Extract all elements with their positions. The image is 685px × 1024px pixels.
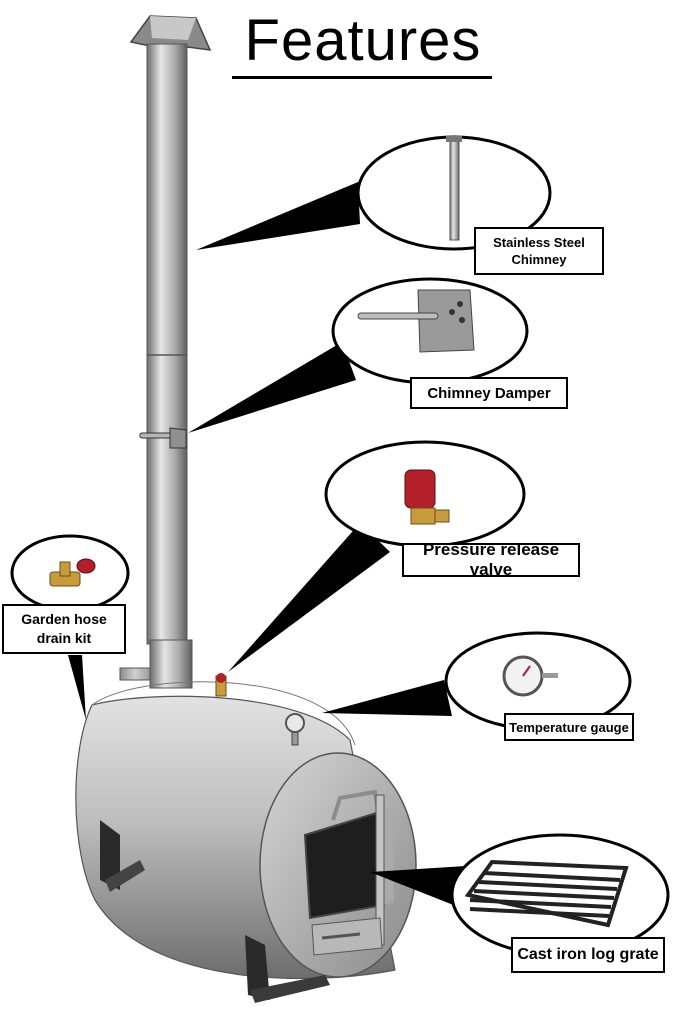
callout-grate — [370, 833, 670, 957]
label-pressure-release-valve: Pressure release valve — [402, 540, 580, 579]
label-stainless-steel-chimney: Stainless Steel Chimney — [474, 227, 604, 275]
callout-damper — [188, 277, 529, 433]
gauge-thumbnail — [502, 655, 558, 697]
callout-valve — [228, 440, 526, 672]
callout-gauge — [322, 631, 632, 731]
chimney-thumbnail — [446, 136, 462, 241]
title-underline — [232, 76, 492, 79]
damper-thumbnail — [357, 289, 475, 353]
label-garden-hose-drain-kit: Garden hose drain kit — [2, 604, 126, 654]
grate-thumbnail — [464, 859, 629, 928]
label-cast-iron-log-grate: Cast iron log grate — [511, 937, 665, 973]
heater-tank — [75, 667, 417, 1003]
label-chimney-damper: Chimney Damper — [410, 377, 568, 409]
hose-valve-thumbnail — [49, 558, 96, 587]
page-title: Features — [244, 8, 482, 73]
damper-handle — [139, 427, 187, 449]
callout-chimney — [196, 135, 552, 251]
callout-hose — [10, 534, 130, 720]
valve-thumbnail — [404, 469, 450, 525]
label-temperature-gauge: Temperature gauge — [504, 713, 634, 741]
chimney-pipe — [146, 43, 193, 689]
tank-pressure-valve — [215, 673, 227, 697]
tank-temperature-gauge — [285, 713, 305, 746]
chimney-cap — [129, 15, 212, 51]
